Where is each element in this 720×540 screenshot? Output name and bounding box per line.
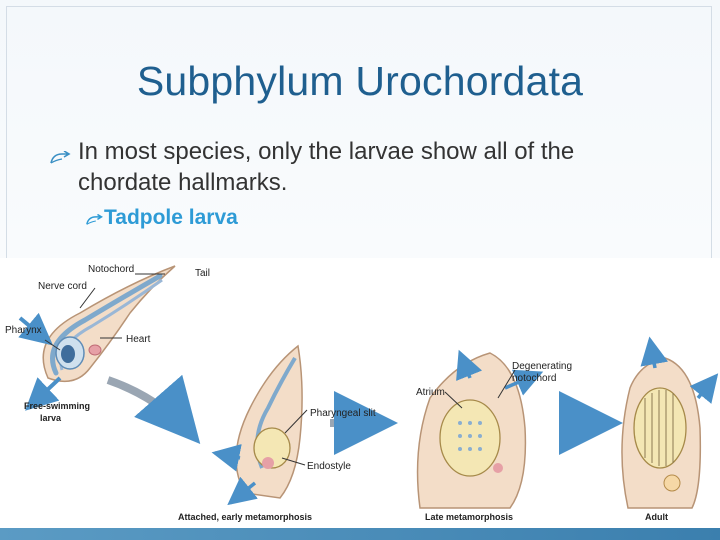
label-pharynx: Pharynx <box>5 325 42 336</box>
label-free-swimming: Free-swimming <box>24 401 90 411</box>
label-endostyle: Endostyle <box>307 461 351 472</box>
label-larva: larva <box>40 413 62 423</box>
label-nerve-cord: Nerve cord <box>38 281 87 292</box>
label-pharyngeal-slit: Pharyngeal slit <box>310 408 376 419</box>
bullet-icon <box>86 210 104 234</box>
late-metamorphosis-drawing <box>416 349 544 509</box>
label-notochord-2: notochord <box>512 373 556 384</box>
tunicate-metamorphosis-figure: Notochord Tail Nerve cord Pharynx Heart … <box>0 258 720 528</box>
early-metamorphosis-drawing <box>211 344 303 506</box>
transition-arrow <box>106 374 201 445</box>
label-tail: Tail <box>195 268 210 279</box>
label-notochord: Notochord <box>88 264 134 275</box>
stage-label-adult: Adult <box>645 512 668 522</box>
bullet-sub: Tadpole larva <box>86 206 238 230</box>
label-degenerating: Degenerating <box>512 361 572 372</box>
label-atrium: Atrium <box>416 387 445 398</box>
footer-bar <box>0 528 720 540</box>
adult-drawing <box>621 336 719 509</box>
slide-title: Subphylum Urochordata <box>136 58 584 104</box>
larva-drawing <box>18 265 176 411</box>
figure-svg: Notochord Tail Nerve cord Pharynx Heart … <box>5 264 719 522</box>
stage-label-attached: Attached, early metamorphosis <box>178 512 312 522</box>
label-heart: Heart <box>126 334 151 345</box>
stage-label-late: Late metamorphosis <box>425 512 513 522</box>
bullet-icon <box>50 144 72 175</box>
bullet-main-line1: In most species, only the larvae show al… <box>78 138 575 165</box>
bullet-main-line2: chordate hallmarks. <box>78 169 288 196</box>
bullet-sub-label: Tadpole larva <box>104 206 238 229</box>
bullet-main: In most species, only the larvae show al… <box>50 136 692 198</box>
